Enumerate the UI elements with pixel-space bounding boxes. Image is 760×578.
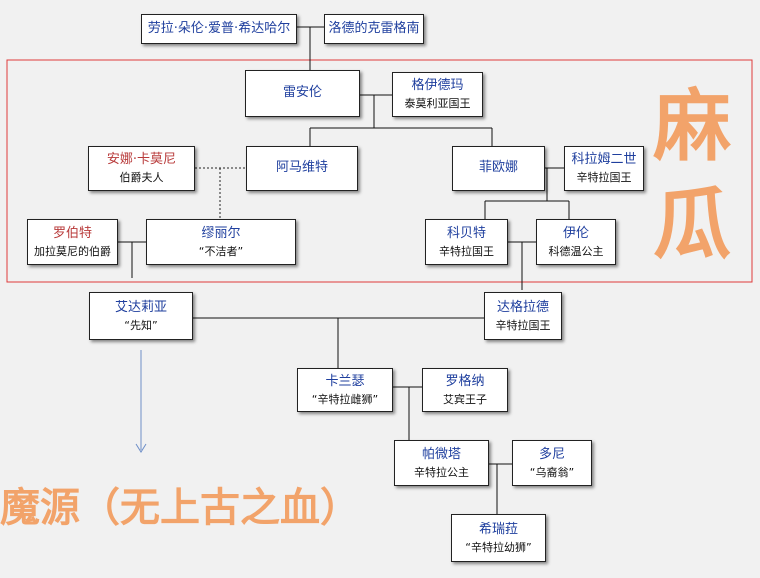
node-xiruila: 希瑞菈 “辛特拉幼狮”	[451, 514, 546, 562]
node-amavit: 阿马维特	[246, 146, 358, 191]
node-title: 辛特拉国王	[576, 171, 632, 185]
node-name: 艾达莉亚	[114, 299, 167, 315]
node-kelamu: 科拉姆二世 辛特拉国王	[564, 146, 644, 191]
magic-source-label: 魔源（无上古之血）	[0, 485, 360, 531]
node-feiouna: 菲欧娜	[452, 146, 545, 191]
node-leian: 雷安伦	[245, 70, 360, 117]
node-title: “先知”	[124, 318, 158, 332]
node-title: 艾宾王子	[443, 392, 487, 406]
node-aidaliya: 艾达莉亚 “先知”	[89, 292, 193, 340]
node-title: 泰莫利亚国王	[404, 97, 471, 111]
node-dagelade: 达格拉德 辛特拉国王	[484, 292, 562, 340]
node-name: 希瑞菈	[478, 521, 518, 537]
node-name: 安娜·卡莫尼	[106, 152, 177, 167]
node-name: 格伊德玛	[411, 78, 464, 93]
node-title: 伯爵夫人	[119, 171, 164, 185]
node-paweita: 帕微塔 辛特拉公主	[394, 440, 489, 486]
node-luobote: 罗伯特 加拉莫尼的伯爵	[27, 219, 118, 265]
down-arrow	[135, 350, 147, 453]
node-name: 多尼	[538, 446, 565, 462]
node-title: 加拉莫尼的伯爵	[34, 244, 111, 258]
node-laura: 劳拉·朵伦·爱普·希达哈尔	[141, 14, 297, 44]
node-name: 科拉姆二世	[571, 152, 637, 167]
node-geyidema: 格伊德玛 泰莫利亚国王	[392, 72, 483, 117]
node-name: 伊伦	[562, 225, 589, 241]
node-lode: 洛德的克雷格南	[324, 14, 424, 44]
node-name: 缪丽尔	[201, 225, 241, 241]
node-title: 科德温公主	[548, 244, 604, 258]
node-title: 辛特拉国王	[439, 244, 494, 258]
node-title: “辛特拉幼狮”	[465, 540, 532, 554]
node-yilun: 伊伦 科德温公主	[536, 219, 616, 265]
node-name: 菲欧娜	[478, 160, 518, 176]
node-name: 帕微塔	[421, 446, 461, 462]
node-title: “辛特拉雌狮”	[311, 392, 379, 406]
node-name: 雷安伦	[282, 85, 322, 101]
node-name: 科贝特	[446, 225, 486, 241]
highlight-frame	[6, 59, 753, 283]
node-title: “乌裔翁”	[529, 465, 575, 479]
node-miaolier: 缪丽尔 “不洁者”	[146, 219, 296, 265]
node-name: 阿马维特	[275, 160, 328, 176]
node-name: 达格拉德	[496, 299, 549, 315]
node-title: “不洁者”	[198, 244, 244, 258]
node-duoni: 多尼 “乌裔翁”	[512, 440, 592, 486]
node-name: 罗伯特	[52, 225, 92, 241]
muggle-label: 麻瓜	[652, 82, 731, 270]
node-kalanse: 卡兰瑟 “辛特拉雌狮”	[297, 368, 393, 412]
node-name: 罗格纳	[445, 373, 485, 389]
node-anna: 安娜·卡莫尼 伯爵夫人	[88, 146, 195, 191]
node-name: 劳拉·朵伦·爱普·希达哈尔	[147, 20, 291, 36]
node-name: 卡兰瑟	[325, 373, 365, 389]
node-name: 洛德的克雷格南	[328, 20, 420, 36]
node-title: 辛特拉公主	[414, 465, 469, 479]
node-kebeite: 科贝特 辛特拉国王	[425, 219, 508, 265]
node-luogena: 罗格纳 艾宾王子	[422, 368, 508, 412]
node-title: 辛特拉国王	[495, 318, 551, 332]
